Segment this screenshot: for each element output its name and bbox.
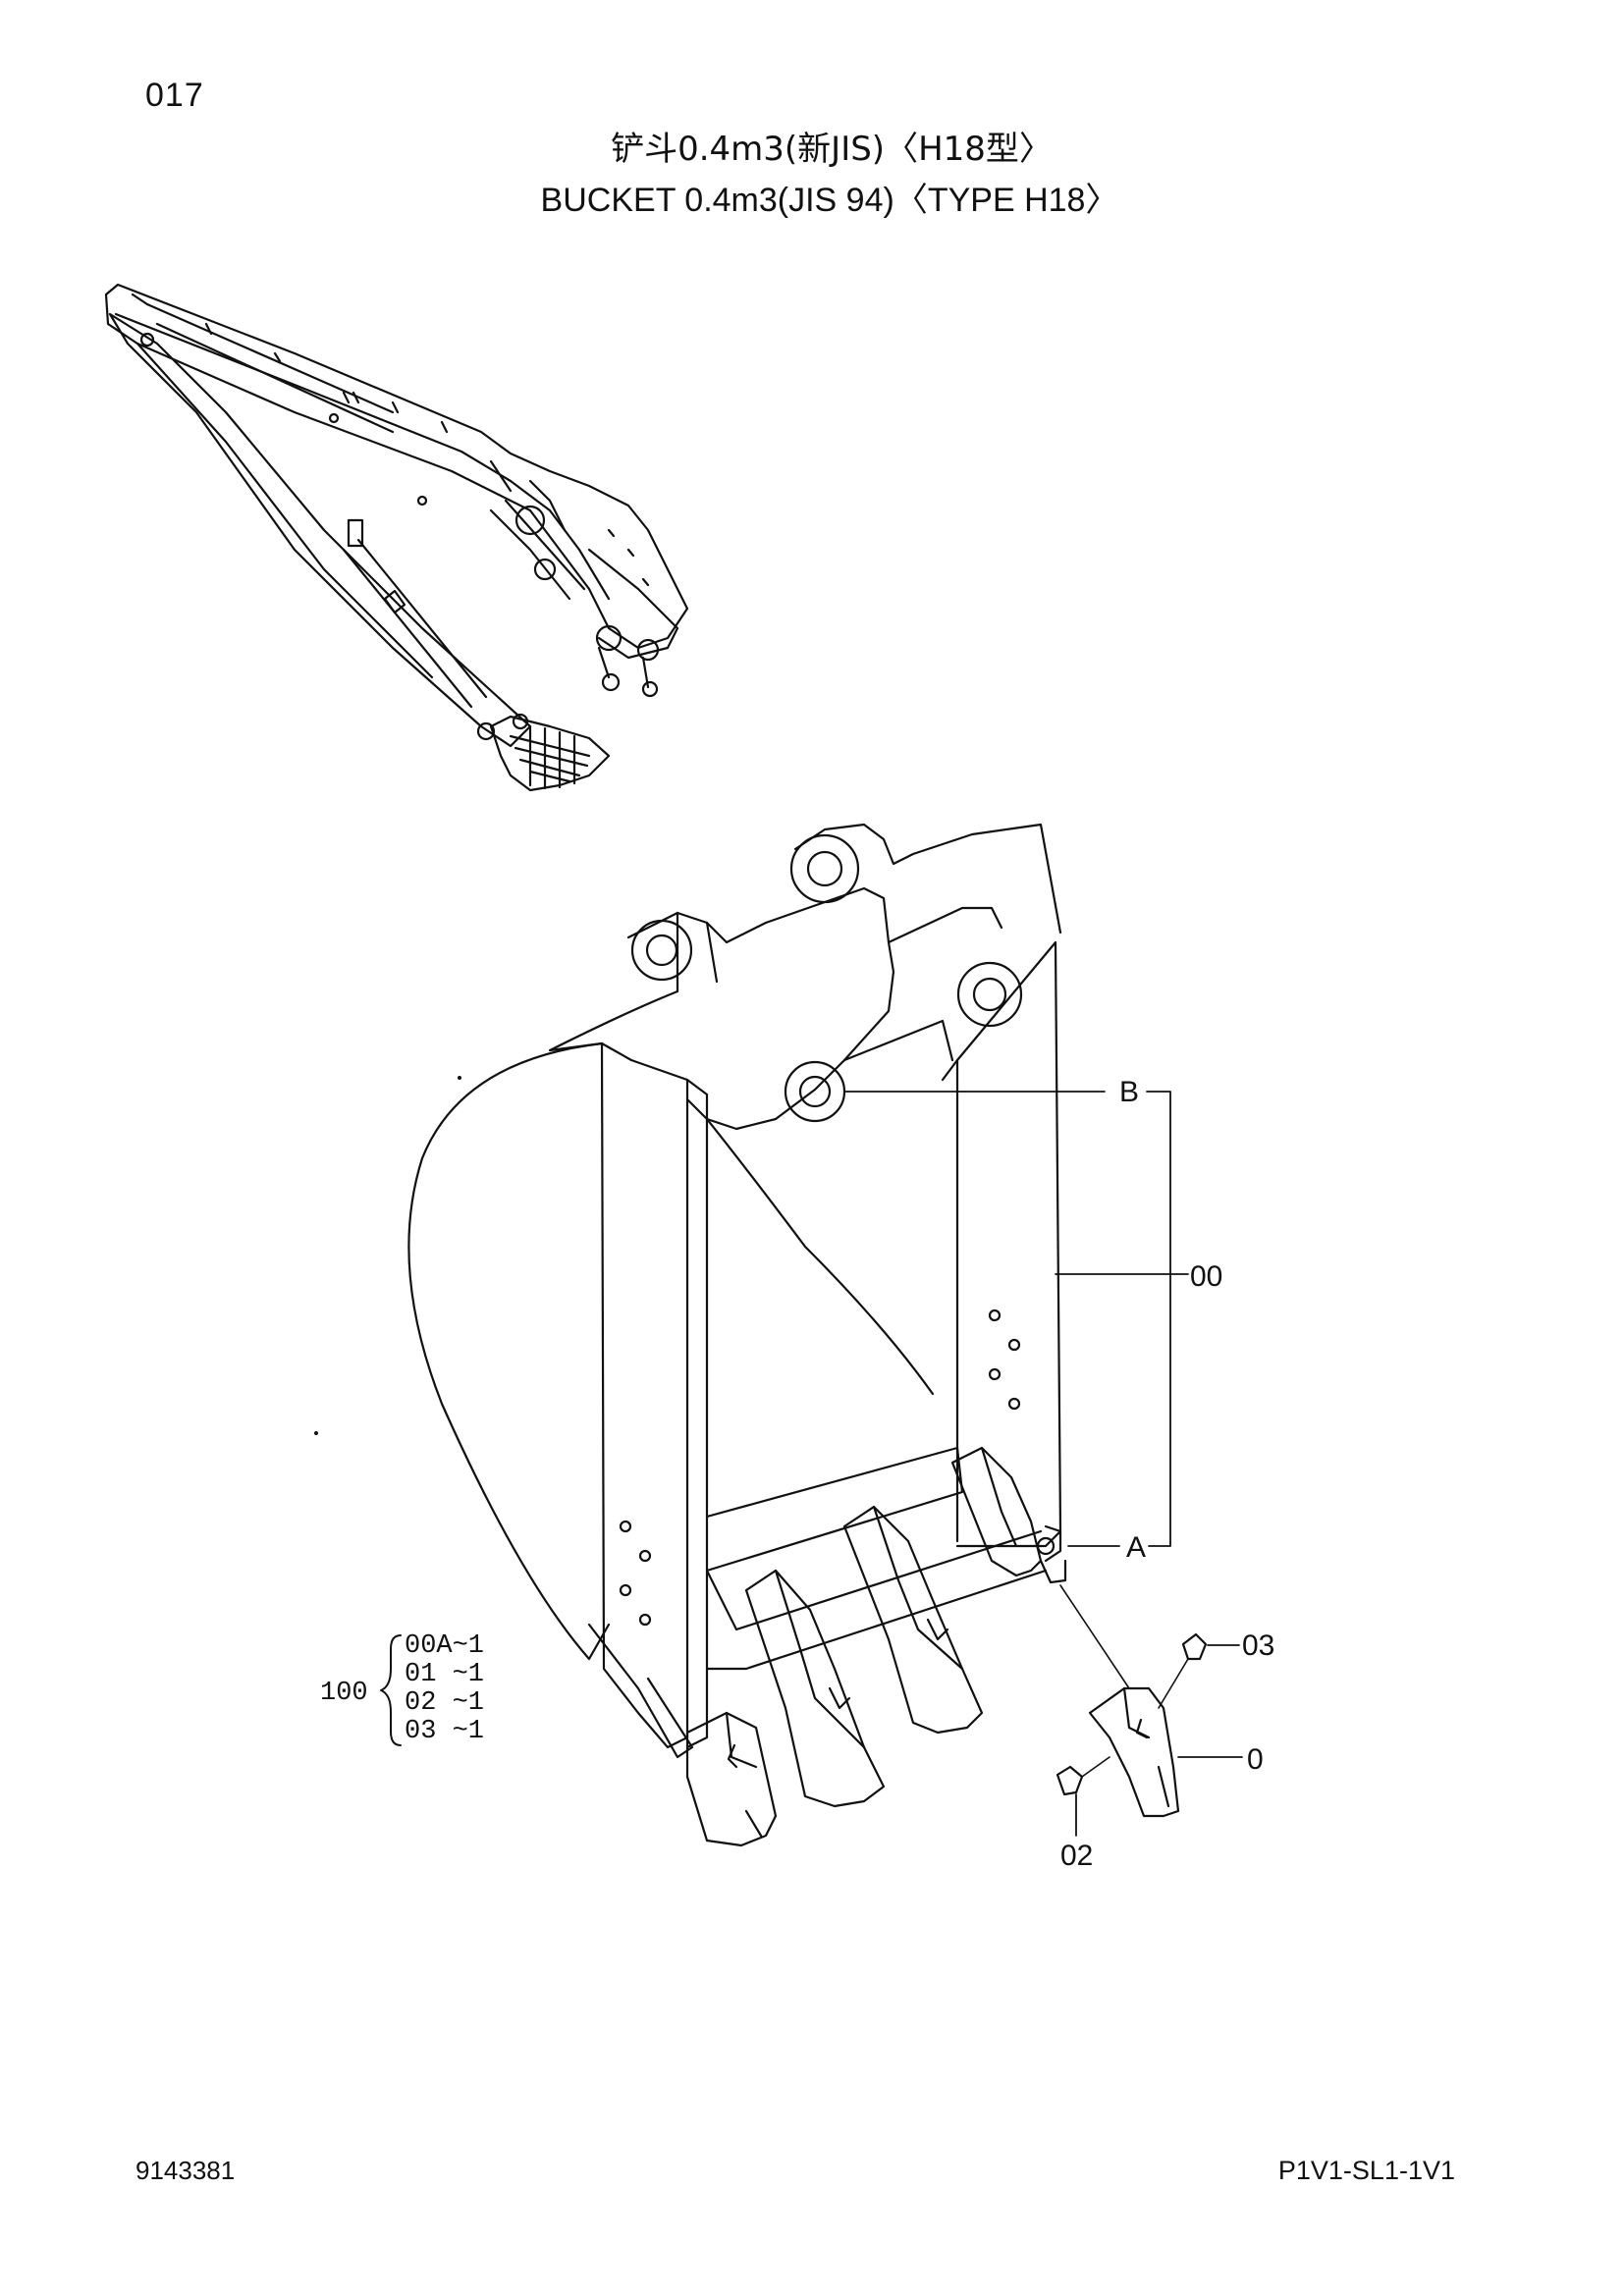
title-chinese: 铲斗0.4m3(新JIS)〈H18型〉: [611, 130, 1053, 169]
kit-line-2: 01 ~1: [405, 1660, 484, 1689]
drawing-number: 9143381: [135, 2156, 236, 2185]
kit-line-1: 00A~1: [405, 1631, 484, 1661]
model-code: P1V1-SL1-1V1: [1277, 2156, 1455, 2185]
bucket-assembly: [407, 823, 1067, 1847]
leader-lines: [843, 1091, 1243, 1837]
callout-lock: 02: [1060, 1840, 1093, 1872]
kit-brace: [380, 1634, 402, 1746]
callout-pin: 03: [1242, 1629, 1274, 1662]
title-english: BUCKET 0.4m3(JIS 94)〈TYPE H18〉: [540, 182, 1119, 219]
page-number: 017: [145, 77, 204, 114]
front-attachment-overview: [104, 283, 689, 792]
callout-a: A: [1126, 1531, 1146, 1564]
callout-assembly: 00: [1190, 1260, 1222, 1293]
callout-b: B: [1119, 1076, 1139, 1108]
exploded-tooth: [1056, 1584, 1208, 1818]
kit-line-4: 03 ~1: [405, 1717, 484, 1746]
kit-line-3: 02 ~1: [405, 1688, 484, 1718]
kit-number: 100: [320, 1679, 368, 1708]
callout-tooth: 0: [1247, 1743, 1264, 1776]
